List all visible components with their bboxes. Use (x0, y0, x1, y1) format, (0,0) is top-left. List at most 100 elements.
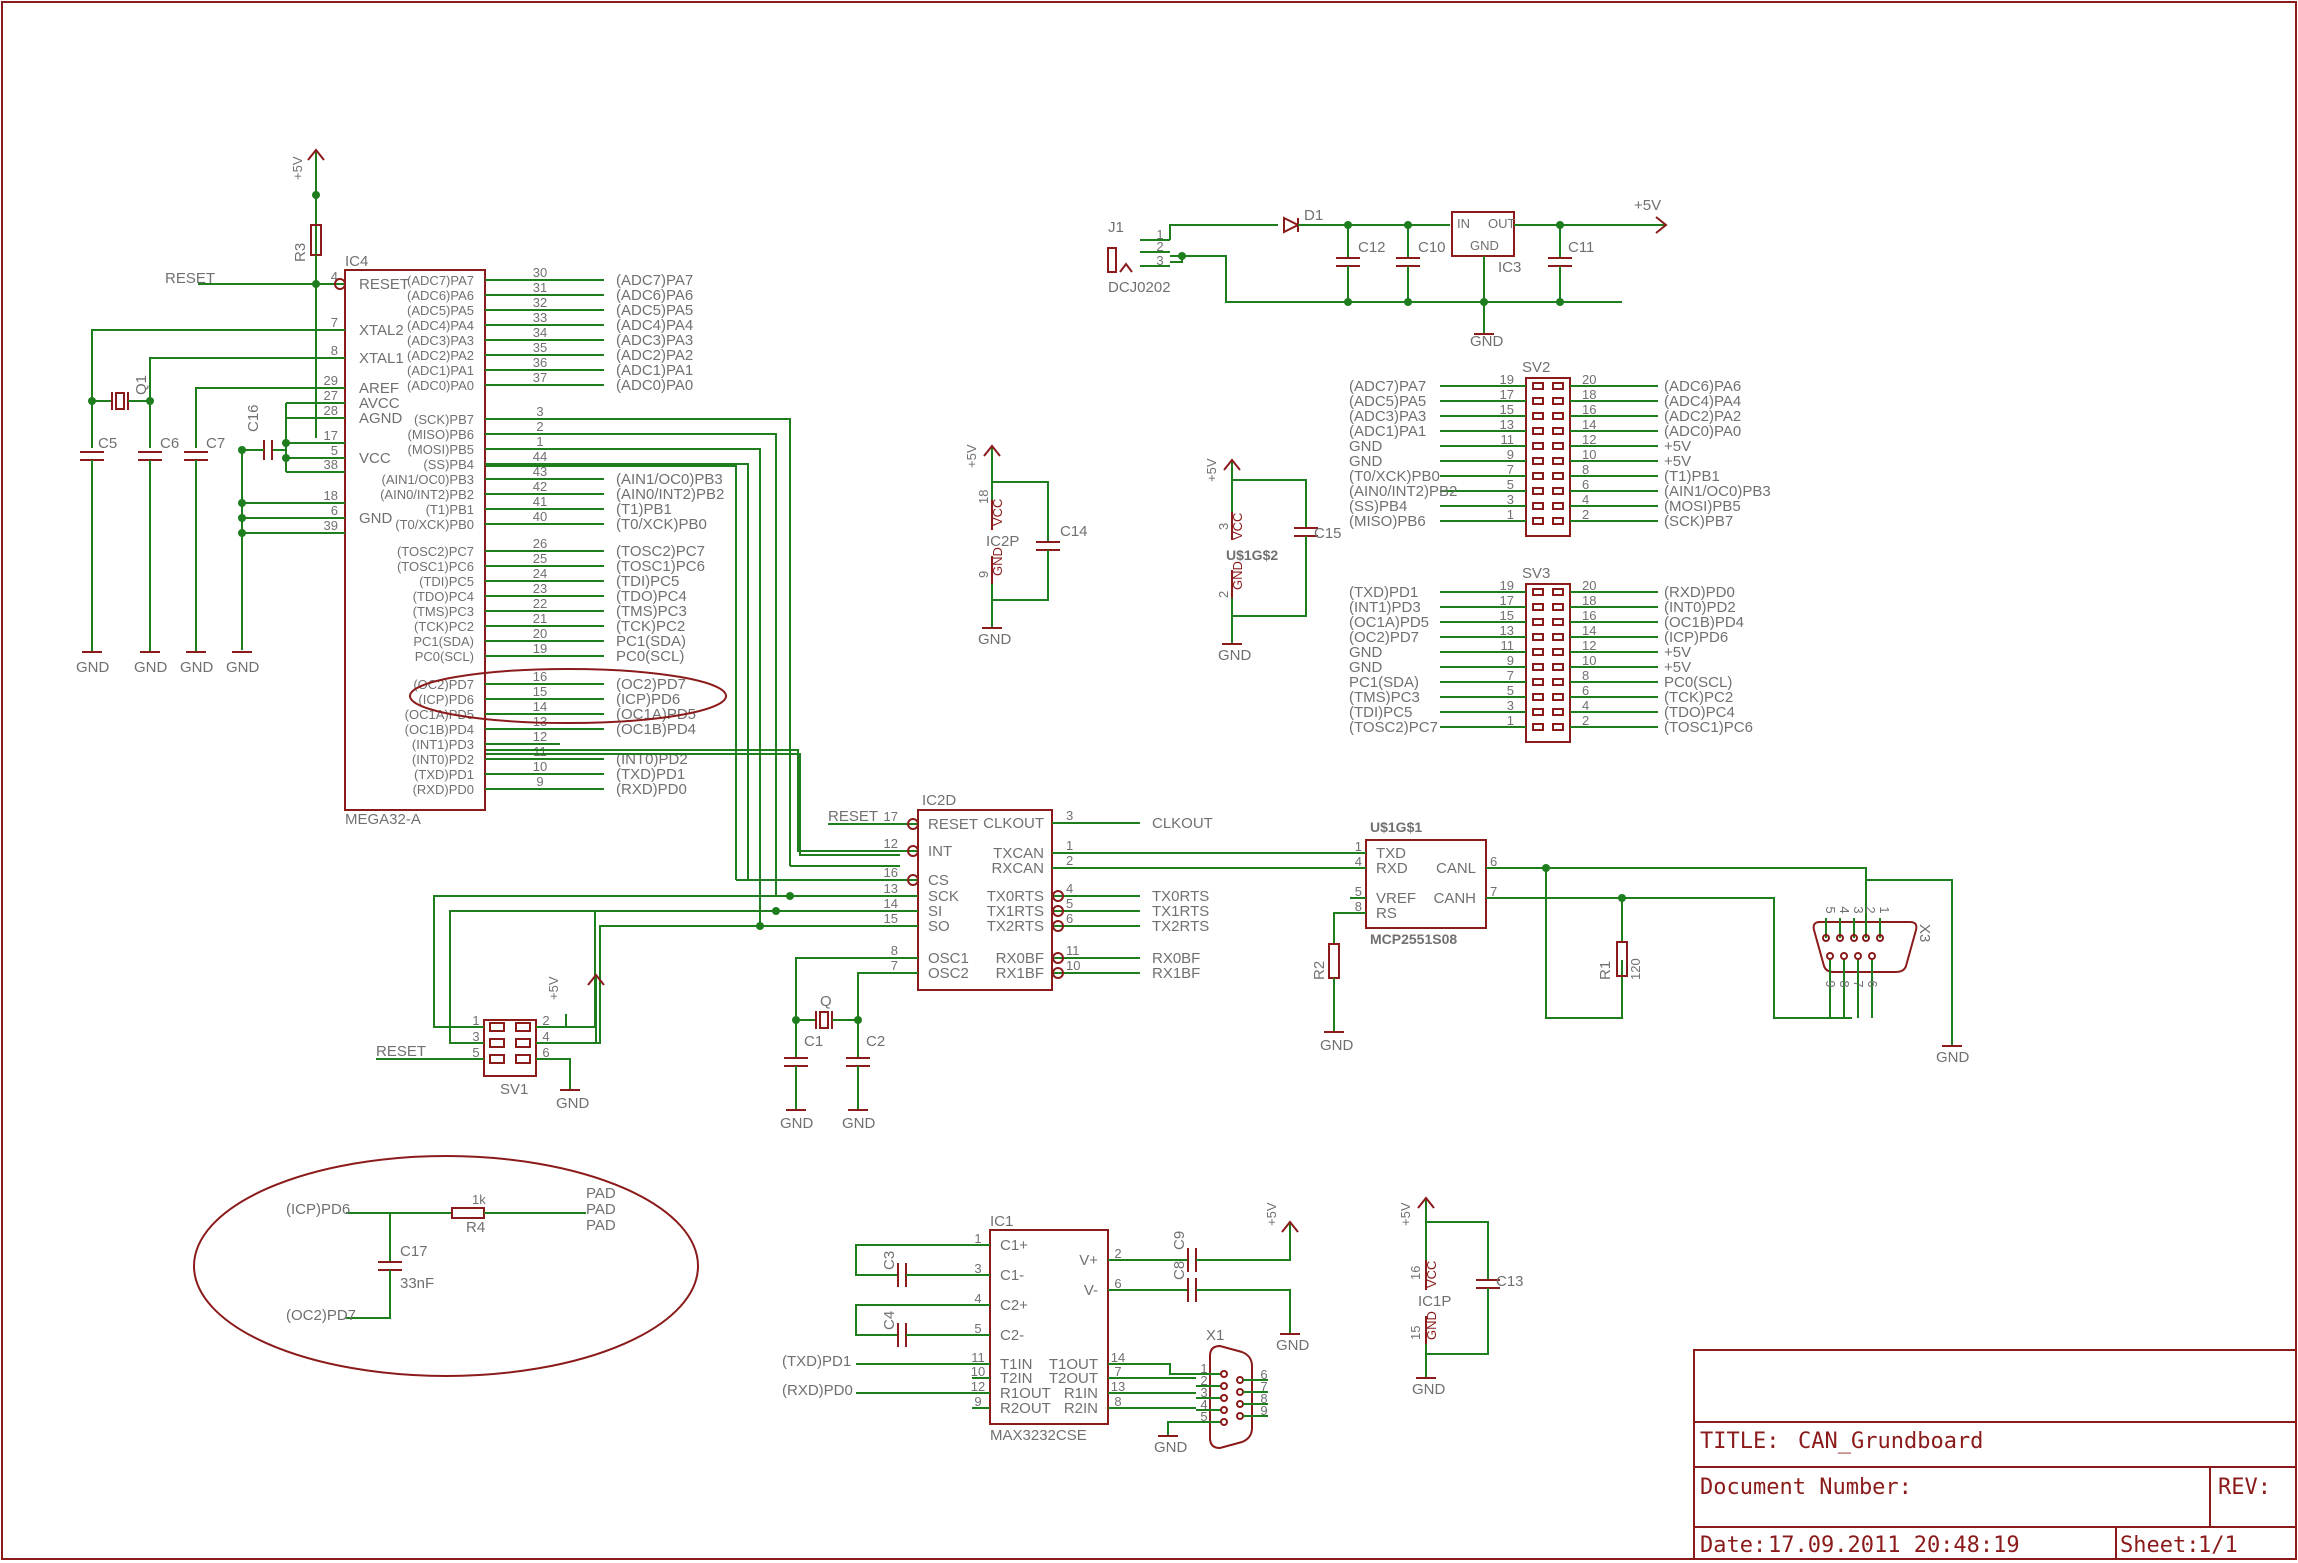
c17-label: C17 (400, 1243, 428, 1260)
ic4-pin-label: (TXD)PD1 (414, 767, 474, 782)
u1g2-vcc-pin-label: VCC (1230, 513, 1245, 540)
ic1-pin-number: 13 (1111, 1379, 1125, 1394)
sv1-pin-number: 5 (472, 1045, 479, 1060)
sv2-pin-number: 15 (1500, 402, 1514, 417)
x1-pin-number: 7 (1260, 1379, 1267, 1394)
sv2-right-net: (T1)PB1 (1664, 468, 1720, 485)
sv2-name: SV2 (1522, 359, 1550, 376)
drawing-title: CAN_Grundboard (1798, 1429, 1983, 1454)
u1g1-pin-label: RXD (1376, 860, 1408, 877)
ic1-pin-number: 11 (971, 1350, 985, 1365)
ic2d-pin-label: TX0RTS (987, 888, 1044, 905)
ic4-pin-number: 9 (536, 774, 543, 789)
ic2d-pin-label: RX0BF (996, 950, 1044, 967)
sv3-right-net: +5V (1664, 644, 1691, 661)
ic4-pin-number: 11 (533, 744, 547, 759)
ic4-net-label: (ADC5)PA5 (616, 302, 693, 319)
sv2-pin-number: 4 (1582, 492, 1589, 507)
ic4-net-label: (TCK)PC2 (616, 618, 685, 635)
sv3-pin-number: 8 (1582, 668, 1589, 683)
ic4-pin-number: 12 (533, 729, 547, 744)
ic4-net-label: (TOSC1)PC6 (616, 558, 705, 575)
sv2-right-net: (SCK)PB7 (1664, 513, 1733, 530)
ic1-pin-label: R1OUT (1000, 1385, 1051, 1402)
c6-label: C6 (160, 435, 179, 452)
rc-filter: (ICP)PD6 1k R4 PAD PAD PAD C17 33nF (OC2… (193, 1155, 699, 1377)
ic1-pin-label: C2- (1000, 1327, 1024, 1344)
x3-pin-number: 7 (1851, 980, 1866, 987)
sv2-pin-number: 11 (1501, 432, 1515, 447)
ic4-pin-number: 5 (331, 443, 338, 458)
c7-label: C7 (206, 435, 225, 452)
ic4-name: IC4 (345, 253, 368, 270)
sv2-right-net: (ADC6)PA6 (1664, 378, 1741, 395)
ic2d-pin-number: 17 (884, 809, 898, 824)
sv1-reset-net: RESET (376, 1043, 426, 1060)
x1-name: X1 (1206, 1327, 1224, 1344)
ic4-net-label: (RXD)PD0 (616, 781, 687, 798)
ic4-pin-number: 21 (533, 611, 547, 626)
ic1-pin-label: R2OUT (1000, 1400, 1051, 1417)
ic2d-pin-number: 13 (884, 881, 898, 896)
ic4-pin-label: (TCK)PC2 (414, 619, 474, 634)
ic2d-pin-label: RXCAN (991, 860, 1044, 877)
ic4-pin-number: 30 (533, 265, 547, 280)
ic4-pin-label: (ADC1)PA1 (407, 363, 474, 378)
c13-label: C13 (1496, 1273, 1524, 1290)
u1g1-pin-label: CANL (1436, 860, 1476, 877)
ic4-net-label: (TDO)PC4 (616, 588, 687, 605)
sv2-right-net: (ADC2)PA2 (1664, 408, 1741, 425)
ic1-gnd-label: GND (1276, 1337, 1310, 1354)
x3-pin-number: 6 (1865, 980, 1880, 987)
ic4-pin-number: 23 (533, 581, 547, 596)
c12-label: C12 (1358, 239, 1386, 256)
ic2d-reset-net: RESET (828, 808, 878, 825)
u1g1-pin-label: CANH (1433, 890, 1476, 907)
u1g1-pin-label: RS (1376, 905, 1397, 922)
ic4-pin-number: 43 (533, 464, 547, 479)
x1-pin-number: 3 (1200, 1385, 1207, 1400)
sv2-right-net: (ADC4)PA4 (1664, 393, 1741, 410)
sv2-pin-number: 13 (1500, 417, 1514, 432)
c1-label: C1 (804, 1033, 823, 1050)
ic4-pin-label: GND (359, 510, 393, 527)
sv2-pin-number: 18 (1582, 387, 1596, 402)
sv3-pin-number: 6 (1582, 683, 1589, 698)
ic2p-power: +5V 18 VCC IC2P GND 9 C14 GND (964, 444, 1088, 648)
pad-label-2: PAD (586, 1201, 616, 1218)
ic2d-pin-label: RESET (928, 816, 978, 833)
x3-pin-number: 8 (1837, 980, 1852, 987)
c2-label: C2 (866, 1033, 885, 1050)
ic4-net-label: (TMS)PC3 (616, 603, 687, 620)
ic1-pin-number: 14 (1111, 1350, 1125, 1365)
ic4-pin-label: (ADC2)PA2 (407, 348, 474, 363)
sv1-gnd-label: GND (556, 1095, 590, 1112)
sv3-pin-number: 2 (1582, 713, 1589, 728)
ic4-net-label: (ADC7)PA7 (616, 272, 693, 289)
ic2p-name: IC2P (986, 533, 1019, 550)
sv2-pin-number: 7 (1507, 462, 1514, 477)
sv3-pin-number: 15 (1500, 608, 1514, 623)
sv3-pin-number: 9 (1507, 653, 1514, 668)
ic2d-net-label: RX0BF (1152, 950, 1200, 967)
ic4-pin-label: (INT1)PD3 (412, 737, 474, 752)
x1-pin-number: 6 (1260, 1367, 1267, 1382)
jack-label: DCJ0202 (1108, 279, 1171, 296)
sv2-pin-number: 16 (1582, 402, 1596, 417)
gnd-label-c5: GND (76, 659, 110, 676)
spi-bus-wires (433, 418, 900, 1044)
ic4-pin-number: 26 (533, 536, 547, 551)
ic2d-pin-number: 15 (884, 911, 898, 926)
date-label: Date: (1700, 1533, 1766, 1558)
ic3-gnd-pin-label: GND (1470, 238, 1499, 253)
sv3-right-net: (OC1B)PD4 (1664, 614, 1744, 631)
u1g2-pin-vcc: 3 (1216, 523, 1231, 530)
ic4-pin-number: 4 (331, 269, 338, 284)
sv3-pin-number: 17 (1500, 593, 1514, 608)
sv2-pin-number: 14 (1582, 417, 1596, 432)
sv2-left-net: (ADC7)PA7 (1349, 378, 1426, 395)
